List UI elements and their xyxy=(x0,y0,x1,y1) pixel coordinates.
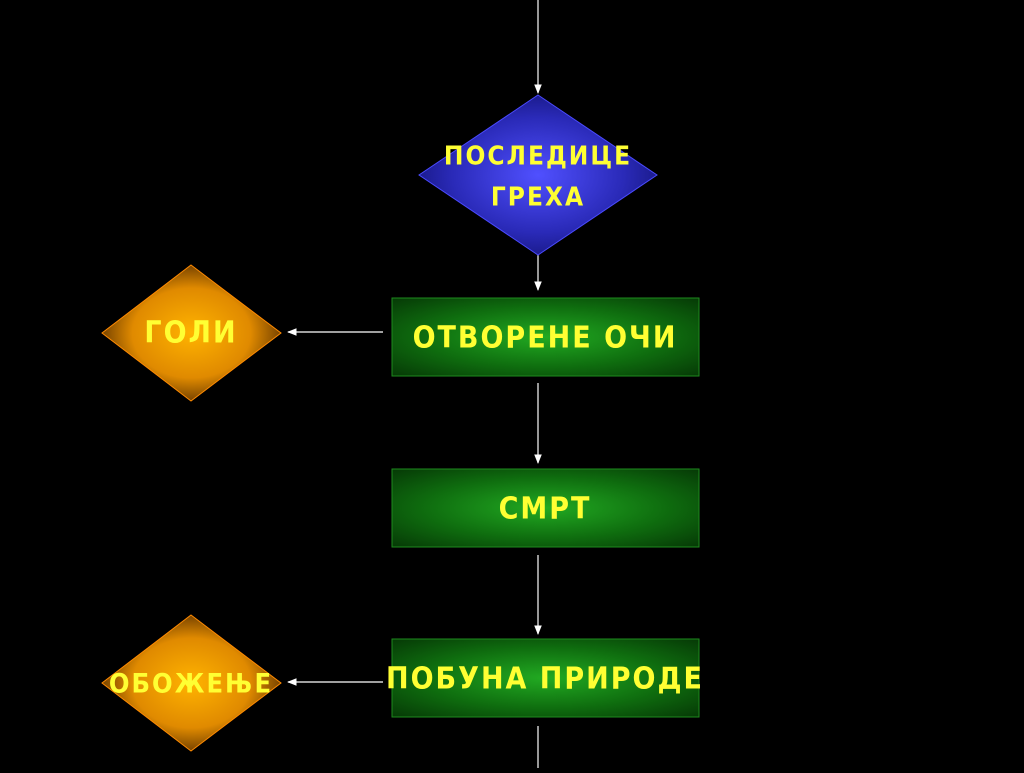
death-label: СМРТ xyxy=(499,492,592,527)
opened-eyes-node: ОТВОРЕНЕ ОЧИ xyxy=(391,297,700,377)
death-node: СМРТ xyxy=(391,468,700,548)
consequences-label-line2: ГРЕХА xyxy=(491,183,585,213)
consequences-node: ПОСЛЕДИЦЕ ГРЕХА xyxy=(418,94,658,256)
deification-node: ОБОЖЕЊЕ xyxy=(101,614,282,752)
death-box xyxy=(391,468,700,548)
naked-node: ГОЛИ xyxy=(101,264,282,402)
opened-eyes-label: ОТВОРЕНЕ ОЧИ xyxy=(413,321,678,356)
nature-revolt-box xyxy=(391,638,700,718)
opened-eyes-box xyxy=(391,297,700,377)
consequences-diamond xyxy=(418,94,658,256)
consequences-label-line1: ПОСЛЕДИЦЕ xyxy=(444,142,632,172)
nature-revolt-label: ПОБУНА ПРИРОДЕ xyxy=(386,662,704,697)
nature-revolt-node: ПОБУНА ПРИРОДЕ xyxy=(386,638,704,718)
deification-label: ОБОЖЕЊЕ xyxy=(109,669,273,700)
naked-diamond xyxy=(101,264,282,402)
naked-label: ГОЛИ xyxy=(144,316,237,351)
deification-diamond xyxy=(101,614,282,752)
